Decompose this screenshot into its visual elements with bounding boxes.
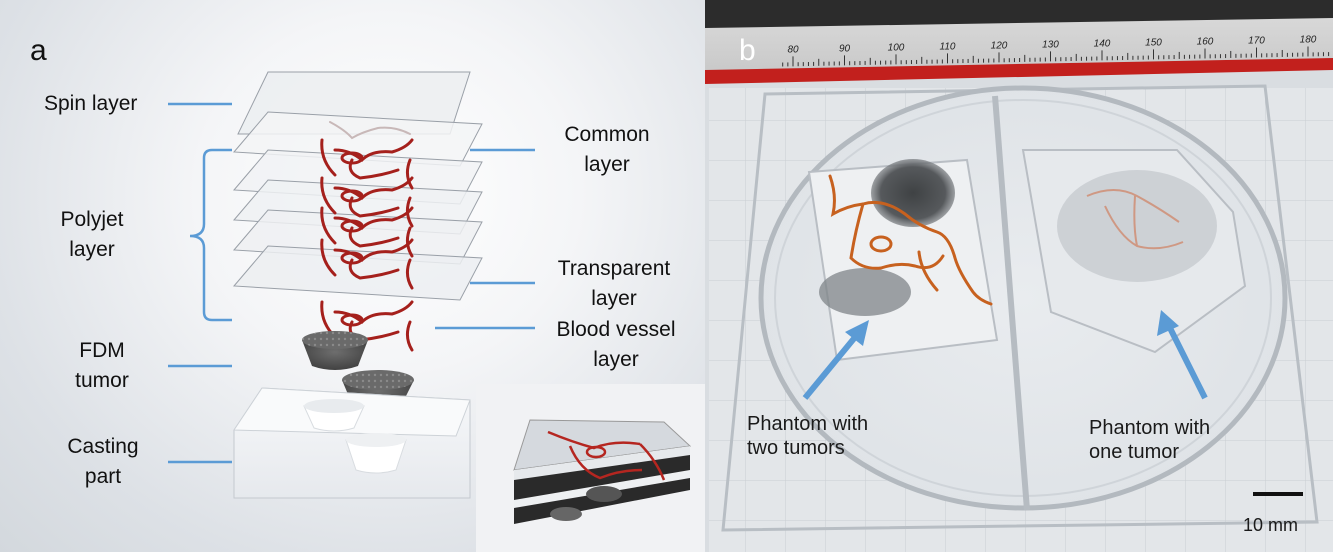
assembled-inset bbox=[476, 384, 705, 552]
ruler-tick-label: 110 bbox=[940, 41, 956, 52]
annotation-one-tumor: Phantom with one tumor bbox=[1089, 416, 1210, 464]
vessel-network bbox=[329, 121, 411, 140]
transparent-layer-label: Transparent layer bbox=[546, 254, 682, 314]
common-layer-label-line1: Common bbox=[564, 123, 650, 146]
phantom-photo: 80 90 100 110 120 130 140 150 160 170 180 bbox=[705, 0, 1333, 552]
panel-b: 80 90 100 110 120 130 140 150 160 170 180 bbox=[705, 0, 1333, 552]
pointer-arrows bbox=[802, 310, 1208, 400]
phantom-two-tumors bbox=[807, 158, 999, 362]
ruler-tick-label: 100 bbox=[888, 42, 905, 53]
ruler-tick-label: 180 bbox=[1300, 34, 1317, 45]
fdm-tumor-label-line1: FDM bbox=[79, 339, 125, 362]
ruler-tick-label: 90 bbox=[839, 43, 851, 54]
annotation-two-tumors-line1: Phantom with bbox=[747, 413, 869, 435]
polyjet-layer-label-line1: Polyjet bbox=[60, 208, 124, 231]
common-layer-label-line2: layer bbox=[584, 153, 630, 176]
annotation-two-tumors-line2: two tumors bbox=[747, 437, 845, 459]
casting-block bbox=[233, 387, 471, 499]
vessel-networks bbox=[320, 121, 414, 352]
blood-vessel-layer-label-line1: Blood vessel bbox=[556, 318, 676, 341]
vessel-network bbox=[320, 176, 414, 228]
ruler: 80 90 100 110 120 130 140 150 160 170 180 bbox=[705, 18, 1333, 84]
ruler-tick-label: 170 bbox=[1248, 35, 1265, 46]
fdm-tumor-label: FDM tumor bbox=[68, 336, 136, 396]
exploded-view-illustration bbox=[168, 71, 705, 552]
casting-part-label-line1: Casting bbox=[67, 435, 139, 458]
common-layer-label: Common layer bbox=[548, 120, 666, 180]
ruler-tick-label: 130 bbox=[1042, 39, 1059, 50]
spin-layer-label: Spin layer bbox=[44, 92, 138, 115]
panel-letter-b: b bbox=[739, 34, 756, 67]
layer-sheets bbox=[232, 71, 483, 301]
ruler-tick-label: 150 bbox=[1145, 37, 1162, 48]
blood-vessel-layer-label: Blood vessel layer bbox=[546, 315, 686, 375]
ruler-tick-label: 80 bbox=[787, 44, 799, 55]
annotation-two-tumors: Phantom with two tumors bbox=[747, 412, 868, 460]
transparent-layer-label-line2: layer bbox=[591, 287, 637, 310]
blood-vessel-layer-label-line2: layer bbox=[593, 348, 639, 371]
vessel-network bbox=[320, 238, 414, 290]
vessel-network bbox=[320, 300, 414, 352]
annotation-one-tumor-line1: Phantom with bbox=[1089, 417, 1211, 439]
casting-part-label: Casting part bbox=[60, 432, 146, 492]
polyjet-layer-label-line2: layer bbox=[69, 238, 115, 261]
vessel-network bbox=[320, 138, 414, 190]
polyjet-layer-label: Polyjet layer bbox=[52, 205, 132, 265]
vessel-network bbox=[320, 206, 414, 258]
annotation-one-tumor-line2: one tumor bbox=[1089, 441, 1180, 463]
panel-a: a Spin layer Common layer Polyjet layer … bbox=[0, 0, 705, 552]
ruler-tick-label: 120 bbox=[991, 40, 1008, 51]
phantom-one-tumor bbox=[1021, 149, 1247, 354]
panel-letter-a: a bbox=[30, 34, 47, 67]
leader-lines bbox=[168, 102, 535, 464]
casting-part-label-line2: part bbox=[84, 465, 122, 488]
ruler-tick-label: 160 bbox=[1197, 36, 1214, 47]
fdm-tumor-label-line2: tumor bbox=[75, 369, 129, 392]
fdm-tumors bbox=[302, 331, 414, 408]
ruler-tick-label: 140 bbox=[1094, 38, 1111, 49]
transparent-layer-label-line1: Transparent bbox=[557, 257, 671, 280]
scale-bar-label: 10 mm bbox=[1243, 515, 1299, 535]
